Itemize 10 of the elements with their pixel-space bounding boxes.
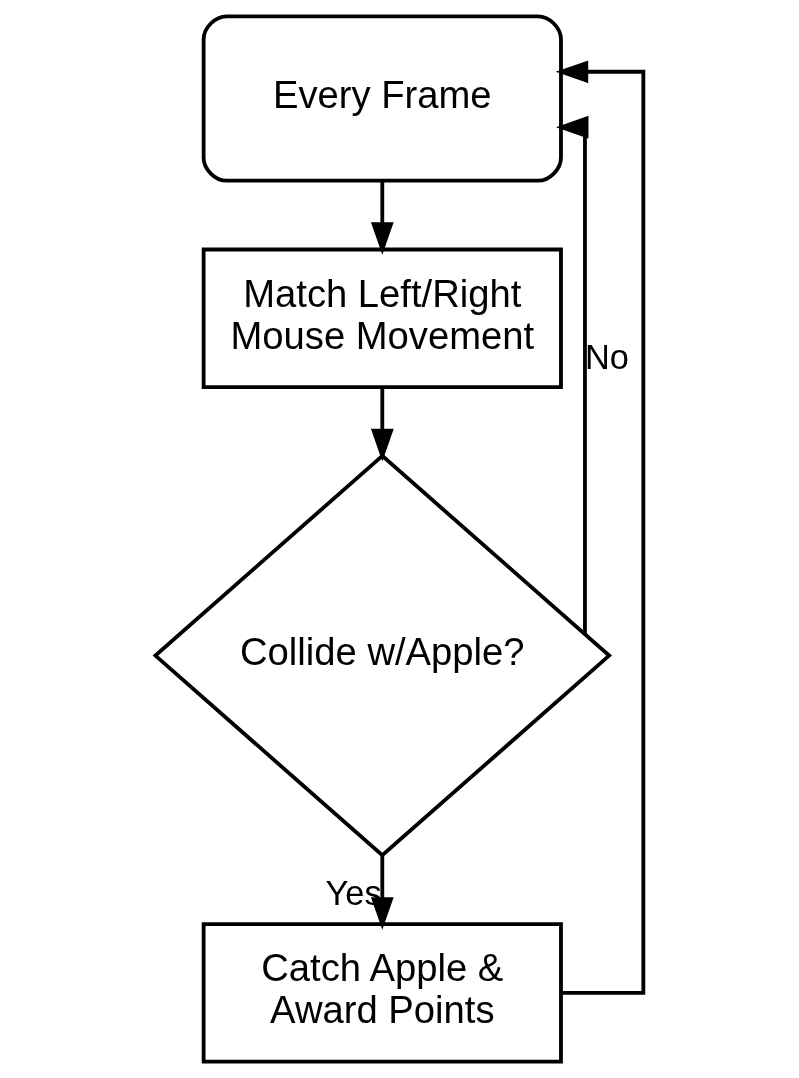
arrow <box>555 60 646 995</box>
edge-label: No <box>584 337 629 376</box>
arrow <box>370 181 394 255</box>
node-box: Match Left/Right Mouse Movement <box>201 247 563 389</box>
arrow <box>370 387 394 462</box>
node-box: Every Frame <box>201 14 563 183</box>
arrow <box>370 855 394 930</box>
node-diamond: Collide w/Apple? <box>152 453 613 858</box>
arrow <box>555 115 589 635</box>
node-box: Catch Apple & Award Points <box>201 922 563 1064</box>
